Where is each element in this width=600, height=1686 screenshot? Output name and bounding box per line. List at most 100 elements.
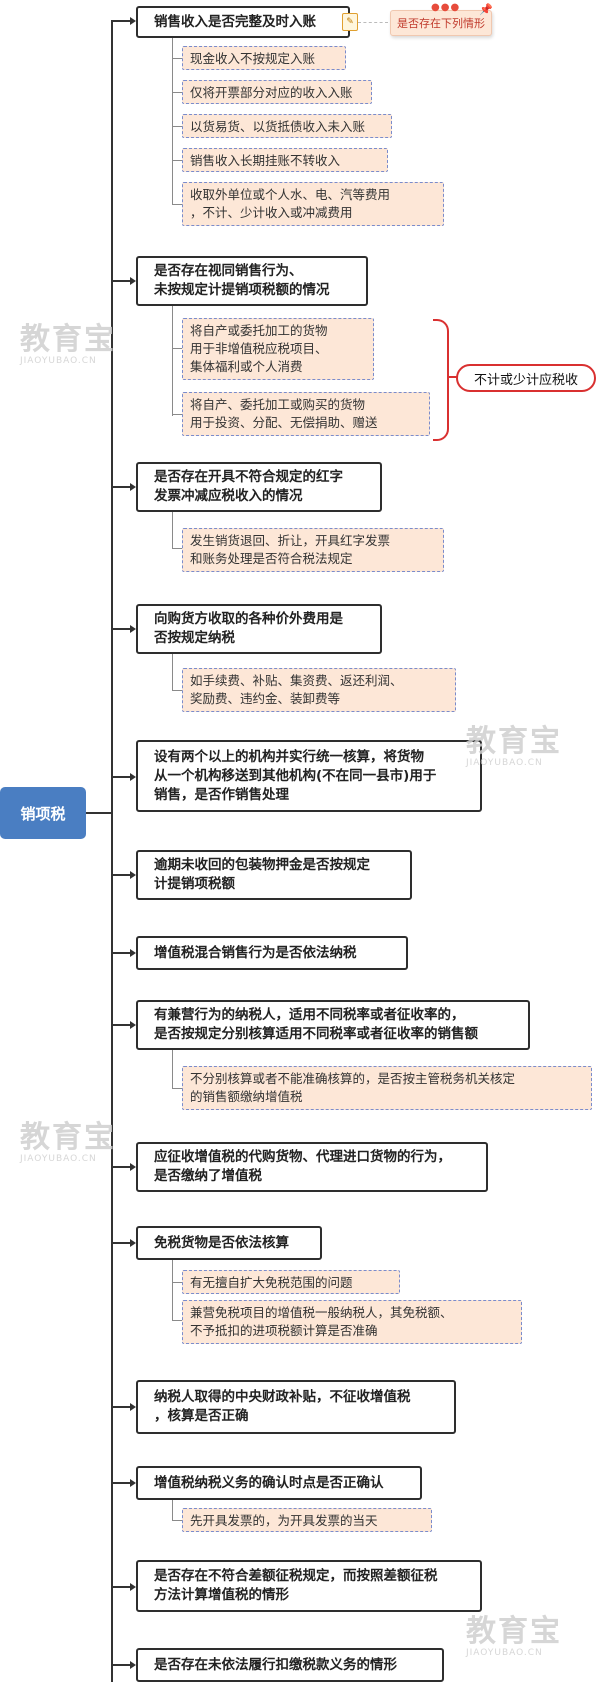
leaf-label: 有无擅自扩大免税范围的问题 [190,1275,353,1290]
leaf-label: 兼营免税项目的增值税一般纳税人，其免税额、 不予抵扣的进项税额计算是否准确 [190,1305,453,1338]
branch-label: 增值税纳税义务的确认时点是否正确认 [154,1474,384,1491]
branch-node[interactable]: 纳税人取得的中央财政补贴，不征收增值税 ，核算是否正确 [136,1380,456,1434]
leaf-node[interactable]: 收取外单位或个人水、电、汽等费用 ，不计、少计收入或冲减费用 [182,182,444,226]
pin-icon: 📌 [479,3,493,16]
leaf-label: 如手续费、补贴、集资费、返还利润、 奖励费、违约金、装卸费等 [190,673,403,706]
watermark-main: 教育宝 [466,724,562,759]
callout-text: 不计或少计应税收 [473,372,578,388]
leaf-node[interactable]: 将自产或委托加工的货物 用于非增值税应税项目、 集体福利或个人消费 [182,318,374,380]
branch-node[interactable]: 是否存在开具不符合规定的红字 发票冲减应税收入的情况 [136,462,382,512]
leaf-node[interactable]: 发生销货退回、折让，开具红字发票 和账务处理是否符合税法规定 [182,528,444,572]
leaf-node[interactable]: 先开具发票的，为开具发票的当天 [182,1508,432,1532]
note-icon[interactable]: ✎ [342,13,358,31]
trunk-line [111,20,113,1682]
branch-node[interactable]: 有兼营行为的纳税人，适用不同税率或者征收率的， 是否按规定分别核算适用不同税率或… [136,1000,530,1050]
watermark-sub: JIAOYUBAO.CN [466,758,543,768]
root-node[interactable]: 销项税 [0,787,86,839]
branch-connector [112,1166,132,1168]
leaf-node[interactable]: 不分别核算或者不能准确核算的，是否按主管税务机关核定 的销售额缴纳增值税 [182,1066,592,1110]
summary-callout[interactable]: 不计或少计应税收 [456,364,596,392]
child-spine [172,38,173,204]
root-label: 销项税 [20,804,66,823]
branch-node[interactable]: 向购货方收取的各种价外费用是 否按规定纳税 [136,604,382,654]
branch-connector [112,1664,132,1666]
branch-node[interactable]: 逾期未收回的包装物押金是否按规定 计提销项税额 [136,850,412,900]
branch-arrow [130,773,136,781]
child-spine [172,306,173,416]
branch-label: 向购货方收取的各种价外费用是 否按规定纳税 [154,611,343,646]
branch-connector [112,1242,132,1244]
group-brace [433,319,449,441]
leaf-node[interactable]: 将自产、委托加工或购买的货物 用于投资、分配、无偿捐助、赠送 [182,392,430,436]
leaf-node[interactable]: 现金收入不按规定入账 [182,46,346,70]
branch-label: 免税货物是否依法核算 [154,1234,289,1251]
branch-arrow [130,483,136,491]
branch-connector [112,1586,132,1588]
leaf-node[interactable]: 销售收入长期挂账不转收入 [182,148,388,172]
branch-arrow [130,1583,136,1591]
root-connector [86,812,112,814]
brace-tip [447,376,457,378]
branch-connector [112,486,132,488]
branch-node[interactable]: 应征收增值税的代购货物、代理进口货物的行为， 是否缴纳了增值税 [136,1142,488,1192]
child-connector [172,204,182,205]
branch-connector [112,1024,132,1026]
branch-arrow [130,1163,136,1171]
dots-icon: ●●● [431,2,461,13]
watermark-main: 教育宝 [466,1614,562,1649]
child-connector [172,1320,182,1321]
branch-arrow [130,1021,136,1029]
branch-node[interactable]: 增值税混合销售行为是否依法纳税 [136,936,408,970]
branch-node[interactable]: 增值税纳税义务的确认时点是否正确认 [136,1466,422,1500]
leaf-label: 现金收入不按规定入账 [190,51,316,66]
child-connector [172,92,182,93]
branch-label: 是否存在不符合差额征税规定，而按照差额征税 方法计算增值税的情形 [154,1568,438,1603]
leaf-label: 将自产或委托加工的货物 用于非增值税应税项目、 集体福利或个人消费 [190,323,328,374]
leaf-label: 收取外单位或个人水、电、汽等费用 ，不计、少计收入或冲减费用 [190,187,391,220]
branch-label: 有兼营行为的纳税人，适用不同税率或者征收率的， 是否按规定分别核算适用不同税率或… [154,1007,478,1042]
branch-arrow [130,1661,136,1669]
child-connector [172,58,182,59]
leaf-node[interactable]: 如手续费、补贴、集资费、返还利润、 奖励费、违约金、装卸费等 [182,668,456,712]
note-text: 是否存在下列情形 [397,17,485,30]
child-spine [172,1500,173,1520]
leaf-node[interactable]: 仅将开票部分对应的收入入账 [182,80,372,104]
branch-node[interactable]: 是否存在未依法履行扣缴税款义务的情形 [136,1648,444,1682]
branch-node[interactable]: 是否存在视同销售行为、 未按规定计提销项税额的情况 [136,256,368,306]
branch-node[interactable]: 销售收入是否完整及时入账 [136,6,350,38]
branch-label: 设有两个以上的机构并实行统一核算，将货物 从一个机构移送到其他机构(不在同一县市… [154,748,437,803]
child-connector [172,1282,182,1283]
child-connector [172,548,182,549]
child-connector [172,1520,182,1521]
branch-arrow [130,1479,136,1487]
branch-label: 是否存在开具不符合规定的红字 发票冲减应税收入的情况 [154,469,343,504]
leaf-node[interactable]: 有无擅自扩大免税范围的问题 [182,1270,400,1294]
branch-connector [112,628,132,630]
note-callout[interactable]: ●●● 📌 是否存在下列情形 [390,2,493,36]
child-connector [172,126,182,127]
watermark-sub: JIAOYUBAO.CN [466,1648,543,1658]
leaf-node[interactable]: 以货易货、以货抵债收入未入账 [182,114,392,138]
watermark-sub: JIAOYUBAO.CN [20,1154,97,1164]
leaf-label: 先开具发票的，为开具发票的当天 [190,1513,378,1528]
branch-arrow [130,871,136,879]
leaf-node[interactable]: 兼营免税项目的增值税一般纳税人，其免税额、 不予抵扣的进项税额计算是否准确 [182,1300,522,1344]
watermark-sub: JIAOYUBAO.CN [20,356,97,366]
branch-node[interactable]: 是否存在不符合差额征税规定，而按照差额征税 方法计算增值税的情形 [136,1560,482,1612]
branch-label: 是否存在未依法履行扣缴税款义务的情形 [154,1656,397,1673]
child-connector [172,690,182,691]
branch-label: 是否存在视同销售行为、 未按规定计提销项税额的情况 [154,263,330,298]
branch-node[interactable]: 免税货物是否依法核算 [136,1226,322,1260]
branch-connector [112,280,132,282]
branch-node[interactable]: 设有两个以上的机构并实行统一核算，将货物 从一个机构移送到其他机构(不在同一县市… [136,740,482,812]
child-connector [172,414,182,415]
leaf-label: 不分别核算或者不能准确核算的，是否按主管税务机关核定 的销售额缴纳增值税 [190,1071,516,1104]
watermark-main: 教育宝 [20,1120,116,1155]
leaf-label: 以货易货、以货抵债收入未入账 [190,119,366,134]
branch-label: 增值税混合销售行为是否依法纳税 [154,944,357,961]
leaf-label: 将自产、委托加工或购买的货物 用于投资、分配、无偿捐助、赠送 [190,397,378,430]
branch-arrow [130,17,136,25]
branch-label: 销售收入是否完整及时入账 [154,13,316,30]
